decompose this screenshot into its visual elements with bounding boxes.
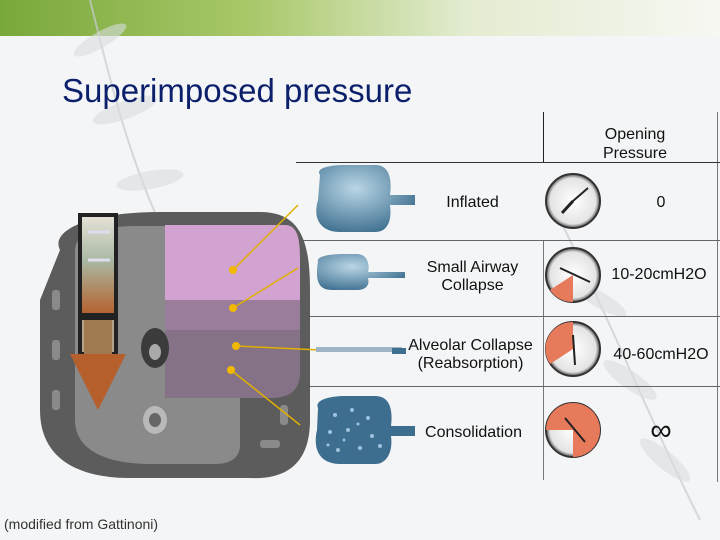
pressure-value-alveolar-collapse: 40-60cmH2O (613, 346, 709, 363)
gauge-consolidation (545, 402, 601, 458)
pointer-dot-3 (232, 342, 240, 350)
row-rule-3 (296, 386, 720, 387)
pressure-value-small-airway: 10-20cmH2O (611, 266, 707, 283)
gauge-inflated (545, 173, 601, 229)
row-label-consolidation: Consolidation (425, 424, 522, 441)
column-divider-top (543, 112, 544, 162)
gauge-alveolar-collapse (545, 321, 601, 377)
row-rule-2 (296, 316, 720, 317)
alveolus-inflated (316, 165, 415, 232)
pressure-value-inflated: 0 (656, 194, 666, 211)
gauge-small-airway (545, 247, 601, 303)
pressure-arrow (70, 213, 126, 410)
slide-title: Superimposed pressure (62, 72, 413, 109)
alveolus-consolidated (315, 396, 415, 464)
row-rule-1 (296, 240, 720, 241)
header-rule (296, 162, 720, 163)
pressure-value-consolidation: ∞ (650, 414, 672, 447)
alveolus-collapsed (316, 347, 406, 354)
row-divider-left (543, 240, 544, 480)
pointer-lines (230, 204, 321, 426)
pointer-dot-1 (229, 266, 237, 274)
row-label-alveolar-collapse: Alveolar Collapse (Reabsorption) (408, 337, 533, 372)
pointer-dot-2 (229, 304, 237, 312)
pointer-dot-4 (227, 366, 235, 374)
row-label-inflated: Inflated (446, 194, 499, 211)
row-label-small-airway-collapse: Small Airway Collapse (426, 259, 519, 294)
opening-pressure-header: Opening Pressure (602, 126, 668, 162)
alveolus-small-airway-collapse (316, 254, 405, 290)
source-credit: (modified from Gattinoni) (4, 516, 159, 532)
column-divider-right (717, 112, 718, 482)
